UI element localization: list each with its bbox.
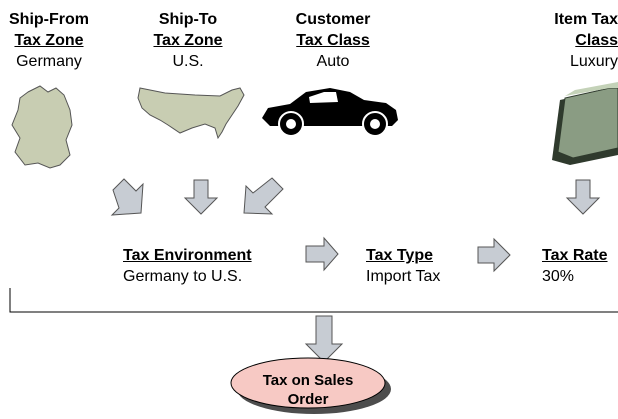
result-tax-rate: Tax Rate 30% (542, 245, 618, 287)
bracket-line (9, 288, 618, 313)
column-title: Ship-To (158, 11, 218, 28)
car-icon (262, 88, 398, 137)
column-customer: Customer Tax Class Auto (278, 9, 388, 72)
result-value: Import Tax (366, 268, 441, 285)
column-subtitle: Tax Class (296, 32, 370, 49)
money-stack-icon (552, 82, 618, 165)
output-oval (230, 357, 386, 409)
result-tax-environment: Tax Environment Germany to U.S. (123, 245, 252, 287)
result-value: Germany to U.S. (123, 268, 243, 285)
result-value: 30% (542, 268, 575, 285)
result-title: Tax Type (366, 247, 433, 264)
arrow-right-1 (305, 236, 339, 272)
column-title: Ship-From (9, 11, 89, 28)
output-line-2: Order (287, 391, 329, 408)
column-title: Item Tax (554, 11, 618, 28)
column-value: Germany (16, 53, 82, 70)
arrow-diag-right (110, 178, 144, 216)
output-line-1: Tax on Sales (262, 372, 354, 389)
column-subtitle: Class (575, 32, 618, 49)
column-value: Luxury (569, 53, 618, 70)
result-tax-type: Tax Type Import Tax (366, 245, 440, 287)
arrow-right-2 (477, 237, 511, 273)
result-title: Tax Environment (123, 247, 252, 264)
arrow-down-4 (565, 179, 601, 215)
column-item-tax: Item Tax Class Luxury (548, 9, 618, 72)
arrow-down-1 (183, 179, 219, 215)
column-value: U.S. (172, 53, 204, 70)
arrow-down-output (304, 315, 344, 363)
result-title: Tax Rate (542, 247, 608, 264)
germany-map-icon (11, 85, 73, 169)
column-ship-to: Ship-To Tax Zone U.S. (141, 9, 235, 72)
arrow-diag-left (243, 177, 284, 215)
column-ship-from: Ship-From Tax Zone Germany (2, 9, 96, 72)
column-subtitle: Tax Zone (14, 32, 84, 49)
output-label: Tax on Sales Order (238, 371, 378, 409)
column-subtitle: Tax Zone (153, 32, 223, 49)
usa-map-icon (137, 87, 245, 140)
column-value: Auto (316, 53, 350, 70)
column-title: Customer (295, 11, 371, 28)
